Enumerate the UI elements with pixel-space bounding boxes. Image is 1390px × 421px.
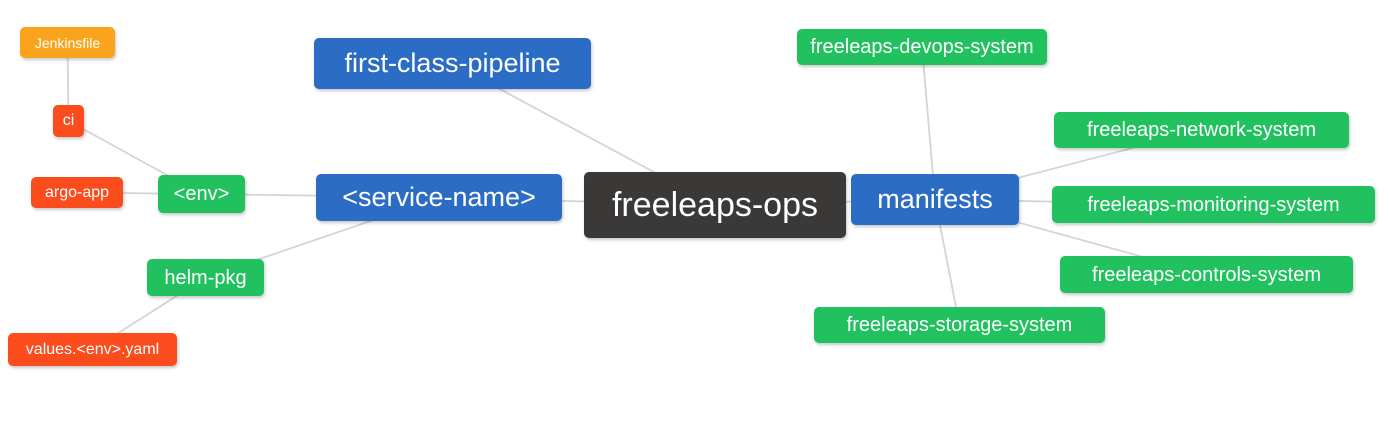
node-freeleaps-network-system[interactable]: freeleaps-network-system [1054, 112, 1349, 148]
node-argo-app[interactable]: argo-app [31, 177, 123, 208]
node-freeleaps-monitoring-system[interactable]: freeleaps-monitoring-system [1052, 186, 1375, 223]
node-ci[interactable]: ci [53, 105, 84, 137]
node-manifests[interactable]: manifests [851, 174, 1019, 225]
node-helm-pkg[interactable]: helm-pkg [147, 259, 264, 296]
node-freeleaps-storage-system[interactable]: freeleaps-storage-system [814, 307, 1105, 343]
node-jenkinsfile[interactable]: Jenkinsfile [20, 27, 115, 58]
node-env[interactable]: <env> [158, 175, 245, 213]
node-service-name[interactable]: <service-name> [316, 174, 562, 221]
node-freeleaps-devops-system[interactable]: freeleaps-devops-system [797, 29, 1047, 65]
node-freeleaps-controls-system[interactable]: freeleaps-controls-system [1060, 256, 1353, 293]
node-values-env-yaml[interactable]: values.<env>.yaml [8, 333, 177, 366]
node-first-class-pipeline[interactable]: first-class-pipeline [314, 38, 591, 89]
node-freeleaps-ops[interactable]: freeleaps-ops [584, 172, 846, 238]
